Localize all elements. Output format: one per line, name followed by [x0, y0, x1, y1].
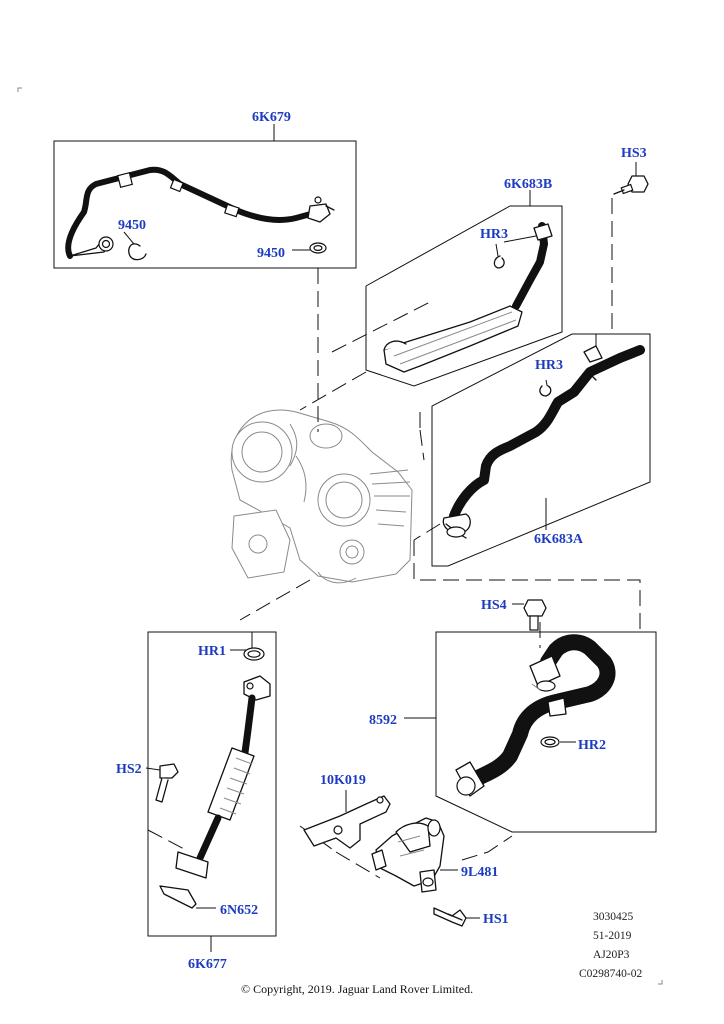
callout-6k679: 6K679 [252, 110, 291, 125]
callout-hr1: HR1 [198, 644, 226, 659]
coolant-hose-8592 [455, 634, 616, 797]
callout-6k683a: 6K683A [534, 532, 584, 547]
callout-6k677: 6K677 [188, 957, 227, 972]
callout-hs4: HS4 [481, 598, 507, 613]
reference-line-4: C0298740-02 [579, 968, 643, 980]
copyright-notice: © Copyright, 2019. Jaguar Land Rover Lim… [241, 982, 473, 996]
callout-hr3-upper: HR3 [480, 227, 508, 242]
coolant-housing-9l481 [371, 817, 458, 893]
turbocharger-ghost [230, 409, 413, 584]
reference-line-1: 3030425 [593, 911, 634, 923]
oil-feed-tube-6k679 [65, 166, 335, 259]
bolt-hs1 [433, 907, 480, 927]
washer-9450-left [123, 231, 147, 261]
reference-line-3: AJ20P3 [593, 949, 630, 961]
bolt-hs4 [512, 599, 547, 631]
group-6k677-frame [147, 631, 277, 952]
reference-line-2: 51-2019 [593, 930, 632, 942]
group-6k679-frame [53, 124, 357, 269]
callout-hs2: HS2 [116, 762, 142, 777]
group-6k683b-frame [365, 190, 563, 387]
clip-hr2 [540, 736, 576, 748]
callout-hr3-lower: HR3 [535, 358, 563, 373]
washer-9450-right [292, 242, 327, 254]
callout-6n652: 6N652 [220, 903, 258, 918]
bracket-10k019 [303, 790, 391, 849]
oil-return-tube-6k683b [383, 222, 553, 373]
bolt-hs2 [145, 763, 179, 803]
clip-hr3-lower [539, 385, 552, 397]
corner-mark-bottom-right [658, 980, 663, 985]
callout-8592: 8592 [369, 713, 397, 728]
group-8592-frame [404, 631, 657, 833]
callout-6k683b: 6K683B [504, 177, 552, 192]
corner-mark-top-left [17, 87, 22, 92]
callout-10k019: 10K019 [320, 773, 366, 788]
callout-9450-right: 9450 [257, 246, 285, 261]
diagram-reference-block: 3030425 51-2019 AJ20P3 C0298740-02 [579, 911, 643, 980]
group-6k683a-frame [431, 333, 651, 567]
clip-hr3-upper [493, 243, 505, 269]
callout-hs3: HS3 [621, 146, 647, 161]
callout-9l481: 9L481 [461, 865, 498, 880]
clip-hr1 [230, 647, 265, 661]
callout-hs1: HS1 [483, 912, 509, 927]
callout-hr2: HR2 [578, 738, 606, 753]
bolt-hs3 [613, 162, 649, 195]
assembly-dashed-lines [147, 198, 641, 879]
oil-return-pipe-6k677 [175, 675, 271, 879]
callout-labels: 6K679 9450 9450 HS3 6K683B HR3 HR3 6K683… [116, 110, 647, 972]
callout-9450-left: 9450 [118, 218, 146, 233]
gasket-6n652 [159, 885, 216, 909]
coolant-tube-6k683a [442, 345, 645, 539]
